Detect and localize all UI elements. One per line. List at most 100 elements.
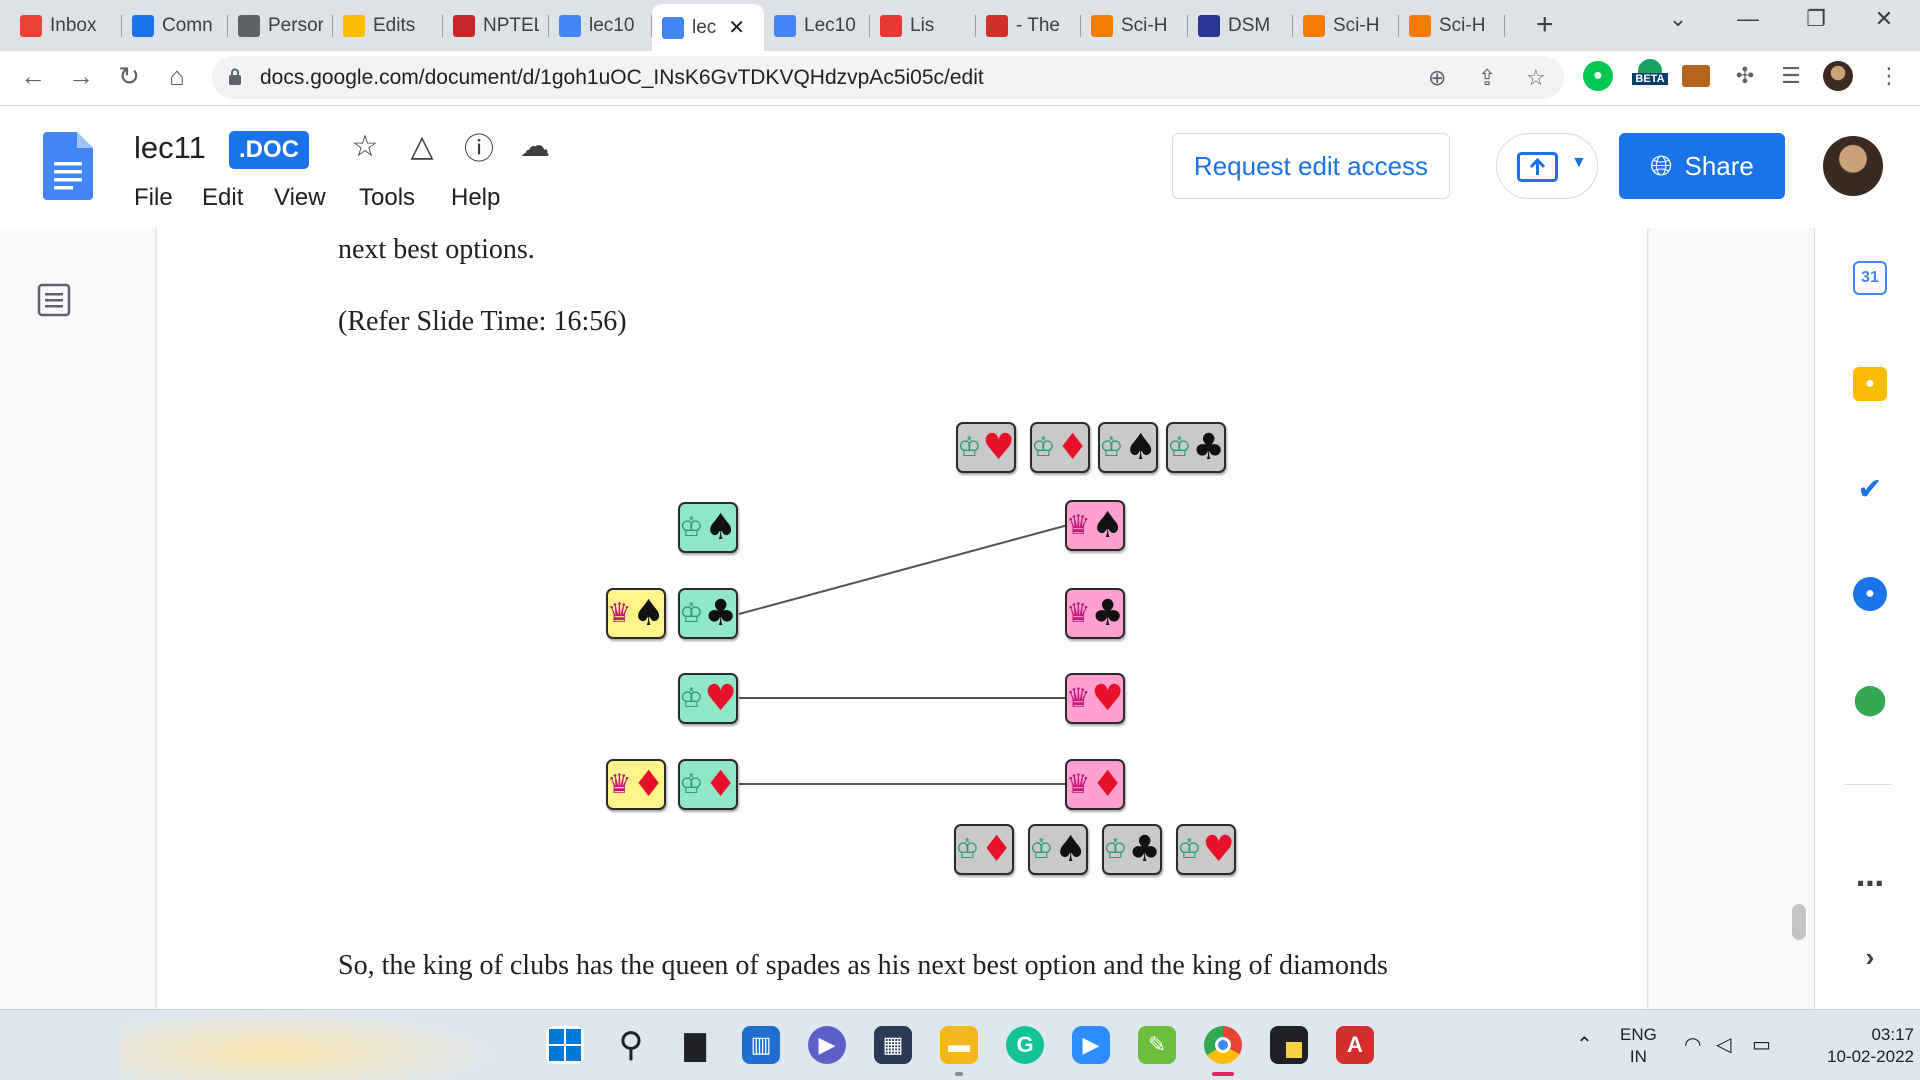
keep-icon[interactable]: ● bbox=[1853, 367, 1887, 401]
menu-help[interactable]: Help bbox=[451, 184, 501, 211]
windows-start-icon[interactable] bbox=[546, 1026, 584, 1064]
file-explorer-icon[interactable]: ▬ bbox=[940, 1026, 978, 1064]
document-title[interactable]: lec11 bbox=[134, 130, 206, 165]
restore-icon[interactable]: ❐ bbox=[1806, 6, 1826, 31]
info-icon[interactable]: ⓘ bbox=[464, 133, 494, 166]
share-button[interactable]: 🌐︎ Share bbox=[1619, 133, 1785, 199]
docs-header: lec11 .DOC ☆ △ ⓘ ☁ File Edit View Tools … bbox=[0, 106, 1920, 228]
show-hidden-icons[interactable]: ⌃ bbox=[1576, 1034, 1593, 1056]
close-window-icon[interactable]: ✕ bbox=[1874, 6, 1894, 31]
browser-tab[interactable]: Comn bbox=[122, 6, 228, 45]
preference-card-king-spades: ♔♠ bbox=[1098, 422, 1158, 473]
request-edit-access-button[interactable]: Request edit access bbox=[1172, 133, 1450, 199]
sticky-notes-icon[interactable] bbox=[1270, 1026, 1308, 1064]
battery-icon[interactable]: ▭ bbox=[1752, 1034, 1771, 1056]
notes-icon[interactable]: ✎ bbox=[1138, 1026, 1176, 1064]
address-bar[interactable]: docs.google.com/document/d/1goh1uOC_INsK… bbox=[212, 56, 1564, 99]
extensions-puzzle-icon[interactable]: ✣ bbox=[1735, 63, 1755, 88]
clock[interactable]: 03:17 10-02-2022 bbox=[1794, 1024, 1914, 1068]
browser-tab[interactable]: Sci-H bbox=[1399, 6, 1505, 45]
browser-tab[interactable]: Edits bbox=[333, 6, 443, 45]
clubs-suit-icon: ♣ bbox=[704, 592, 737, 634]
url-text[interactable]: docs.google.com/document/d/1goh1uOC_INsK… bbox=[260, 66, 984, 89]
expand-icon[interactable]: › bbox=[1865, 941, 1875, 972]
tab-separator bbox=[1187, 15, 1188, 37]
search-icon[interactable]: ⚲ bbox=[618, 1026, 644, 1064]
browser-tab[interactable]: Sci-H bbox=[1293, 6, 1399, 45]
diamonds-suit-icon: ♦ bbox=[704, 763, 737, 805]
acrobat-icon[interactable]: A bbox=[1336, 1026, 1374, 1064]
tab-separator bbox=[227, 15, 228, 37]
menu-edit[interactable]: Edit bbox=[202, 184, 244, 211]
menu-view[interactable]: View bbox=[274, 184, 326, 211]
star-icon[interactable]: ☆ bbox=[351, 129, 379, 163]
chrome-icon[interactable] bbox=[1204, 1026, 1242, 1064]
close-tab-icon[interactable]: ✕ bbox=[728, 17, 746, 39]
browser-tab[interactable]: Lec10 bbox=[764, 6, 870, 45]
grammarly-icon[interactable]: G bbox=[1006, 1026, 1044, 1064]
calendar-icon[interactable]: 31 bbox=[1853, 261, 1887, 295]
zoom-icon[interactable]: ▶ bbox=[1072, 1026, 1110, 1064]
forward-icon[interactable]: → bbox=[68, 61, 94, 91]
extension-green-icon[interactable]: ● bbox=[1583, 61, 1613, 91]
browser-tab[interactable]: lec✕ bbox=[652, 4, 764, 51]
menu-file[interactable]: File bbox=[134, 184, 173, 211]
add-to-drive-icon[interactable]: △ bbox=[410, 129, 434, 163]
bookmark-star-icon[interactable]: ☆ bbox=[1526, 65, 1546, 90]
card-king-spades: ♔♠ bbox=[678, 502, 738, 553]
language-indicator[interactable]: ENG IN bbox=[1620, 1024, 1657, 1068]
tab-separator bbox=[975, 15, 976, 37]
king-crown-icon: ♔ bbox=[679, 598, 704, 629]
browser-tab[interactable]: DSM bbox=[1188, 6, 1293, 45]
hearts-suit-icon: ♥ bbox=[982, 426, 1015, 468]
tab-label: Sci-H bbox=[1333, 14, 1380, 36]
reload-icon[interactable]: ↻ bbox=[118, 61, 140, 91]
store-icon[interactable]: ▦ bbox=[874, 1026, 912, 1064]
new-tab-button[interactable]: + bbox=[1536, 8, 1554, 41]
browser-tab[interactable]: Inbox bbox=[10, 6, 122, 45]
widgets-icon[interactable]: ▥ bbox=[742, 1026, 780, 1064]
chrome-menu-icon[interactable]: ⋮ bbox=[1878, 63, 1900, 88]
media-control-icon[interactable]: ☰ bbox=[1781, 63, 1801, 88]
browser-tab[interactable]: Persor bbox=[228, 6, 333, 45]
home-icon[interactable]: ⌂ bbox=[169, 61, 185, 91]
teams-chat-icon[interactable]: ▶ bbox=[808, 1026, 846, 1064]
maps-icon[interactable]: ⬤ bbox=[1853, 682, 1887, 716]
task-view-icon[interactable]: ▇ bbox=[684, 1029, 706, 1061]
back-icon[interactable]: ← bbox=[20, 61, 46, 91]
account-avatar[interactable] bbox=[1823, 136, 1883, 196]
zoom-icon[interactable]: ⊕ bbox=[1428, 65, 1447, 90]
browser-tab[interactable]: - The bbox=[976, 6, 1081, 45]
present-button[interactable]: ▼ bbox=[1496, 133, 1598, 199]
profile-avatar-icon[interactable] bbox=[1823, 61, 1853, 91]
king-crown-icon: ♔ bbox=[1099, 432, 1124, 463]
cloud-status-icon[interactable]: ☁ bbox=[520, 129, 550, 163]
browser-tab[interactable]: lec10 bbox=[549, 6, 652, 45]
minimize-icon[interactable]: — bbox=[1737, 6, 1759, 31]
queen-crown-icon: ♛ bbox=[607, 769, 632, 800]
present-dropdown-icon[interactable]: ▼ bbox=[1571, 154, 1587, 171]
contacts-icon[interactable]: ● bbox=[1853, 577, 1887, 611]
tab-search-icon[interactable]: ⌄ bbox=[1668, 6, 1688, 31]
document-page[interactable]: next best options. (Refer Slide Time: 16… bbox=[157, 228, 1647, 1009]
volume-icon[interactable]: ◁ bbox=[1716, 1034, 1732, 1056]
running-indicator bbox=[955, 1072, 963, 1076]
menu-tools[interactable]: Tools bbox=[359, 184, 416, 211]
gmail-icon bbox=[20, 14, 42, 37]
brick-extension-icon[interactable] bbox=[1682, 65, 1710, 87]
more-icon[interactable]: ⋯ bbox=[1856, 867, 1884, 899]
wifi-icon[interactable]: ◠ bbox=[1684, 1034, 1702, 1056]
google-docs-logo-icon[interactable] bbox=[43, 132, 93, 200]
browser-tab[interactable]: NPTEL bbox=[443, 6, 549, 45]
share-page-icon[interactable]: ⇪ bbox=[1478, 65, 1497, 90]
tab-separator bbox=[1504, 15, 1505, 37]
lock-icon[interactable] bbox=[228, 68, 242, 85]
tasks-icon[interactable]: ✔ bbox=[1853, 472, 1887, 506]
document-outline-icon[interactable] bbox=[37, 283, 71, 317]
vertical-scrollbar[interactable] bbox=[1792, 904, 1806, 940]
beta-extension-icon[interactable]: BETA bbox=[1630, 57, 1670, 87]
browser-tab[interactable]: Lis bbox=[870, 6, 976, 45]
diamonds-suit-icon: ♦ bbox=[1091, 763, 1124, 805]
tab-label: lec10 bbox=[589, 14, 635, 36]
browser-tab[interactable]: Sci-H bbox=[1081, 6, 1188, 45]
